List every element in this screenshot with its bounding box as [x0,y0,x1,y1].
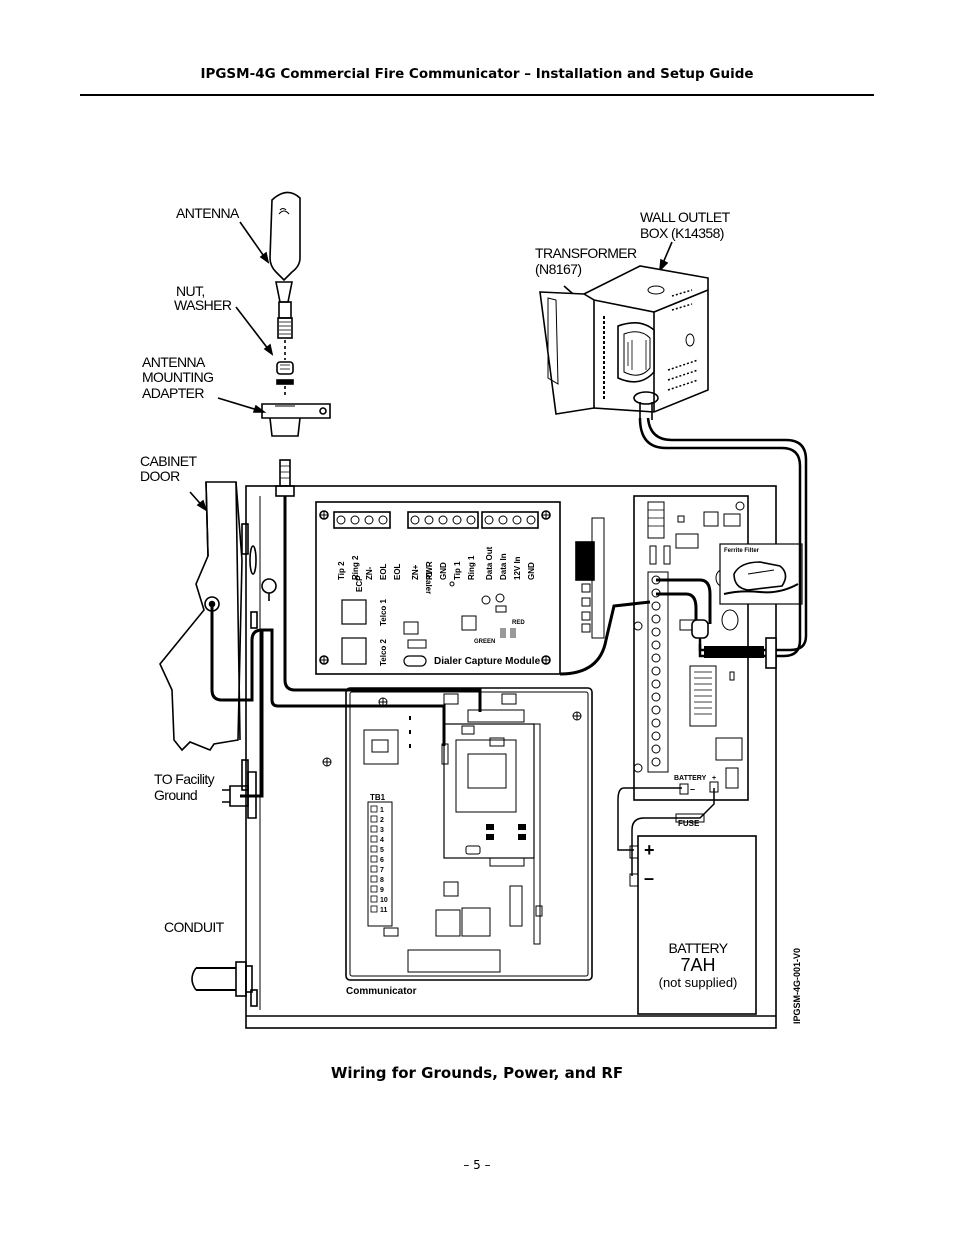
drawing-id: IPGSM-4G-001-V0 [792,948,802,1024]
wall-outlet-label-2: BOX (K14358) [640,225,724,241]
ferrite-filter-inset [719,543,803,605]
battery-plus: + [644,840,655,860]
dialer-capture-module [315,501,605,675]
green-led-label: GREEN [474,639,495,645]
tb-number: 1 [380,807,384,814]
terminal-label: ZN+ [411,564,420,580]
transformer-label: TRANSFORMER [535,245,637,261]
battery-capacity: 7AH [680,955,715,975]
tb-number: 5 [380,847,384,854]
conduit-label: CONDUIT [164,919,225,935]
communicator-name: Communicator [346,986,417,997]
terminal-label: Ring 1 [467,555,476,580]
figure-caption: Wiring for Grounds, Power, and RF [330,1064,624,1082]
battery-minus: – [644,868,654,888]
terminal-label: PWR [425,561,434,580]
telco1-label: Telco 1 [379,598,388,626]
antenna-label: ANTENNA [176,205,240,221]
tb-number: 11 [380,907,388,914]
battery-label: BATTERY [668,940,728,956]
ferrite-filter-label: Ferrite Filter [724,548,760,554]
battery-note: (not supplied) [659,975,738,990]
ground-wire [210,604,446,746]
tb-number: 9 [380,887,384,894]
tb-number: 8 [380,877,384,884]
adapter-label-3: ADAPTER [142,385,204,401]
cabinet-door [159,481,243,752]
wall-outlet-label: WALL OUTLET [640,209,731,225]
transformer-label-2: (N8167) [535,261,581,277]
terminal-label: ZN- [365,566,374,580]
nut-washer-label: NUT, [176,283,205,299]
fuse-label: FUSE [678,819,700,828]
battery [637,835,757,1015]
battery-connector-label: BATTERY [674,775,707,782]
battery-plus-label: + [712,775,716,782]
cabinet-door-label: CABINET [140,453,198,469]
terminal-label: Tip 1 [453,561,462,580]
tb-number: 3 [380,827,384,834]
conduit-pipe [196,967,236,991]
terminal-label: Data In [499,553,508,580]
red-led-label: RED [512,620,525,626]
terminal-label: EOL [393,563,402,580]
page-header: IPGSM-4G Commercial Fire Communicator – … [200,66,754,82]
facility-ground-label: TO Facility [154,771,215,787]
rf-cable [283,496,482,712]
telco2-label: Telco 2 [379,638,388,666]
tb-number: 10 [380,897,388,904]
terminal-label: Ring 2 [351,555,360,580]
terminal-label: 12V In [513,556,522,580]
ecp-label: ECP [355,575,364,592]
page-number: – 5 – [463,1158,491,1172]
terminal-label: EOL [379,563,388,580]
battery-minus-label: – [690,784,695,794]
header-rule [80,94,874,96]
cabinet-door-label-2: DOOR [140,468,180,484]
tb-number: 6 [380,857,384,864]
tb1-label: TB1 [370,793,386,802]
terminal-label: GND [527,562,536,580]
nut-leader [235,306,273,355]
terminal-label: GND [439,562,448,580]
nut-washer-label-2: WASHER [174,297,232,313]
transformer-wall-box [539,265,709,420]
dialer-upside-label: Dialer [424,572,433,594]
communicator-board [322,687,593,981]
cabinet [245,485,777,1029]
terminal-label: Tip 2 [337,561,346,580]
adapter-label: ANTENNA [142,354,206,370]
tb-number: 4 [380,837,384,844]
adapter-label-2: MOUNTING [142,369,213,385]
antenna-assembly [261,191,331,497]
tb-number: 2 [380,817,384,824]
dialer-module-name: Dialer Capture Module [434,656,541,667]
tb-number: 7 [380,867,384,874]
facility-ground-label-2: Ground [154,787,197,803]
terminal-label: Data Out [485,546,494,580]
